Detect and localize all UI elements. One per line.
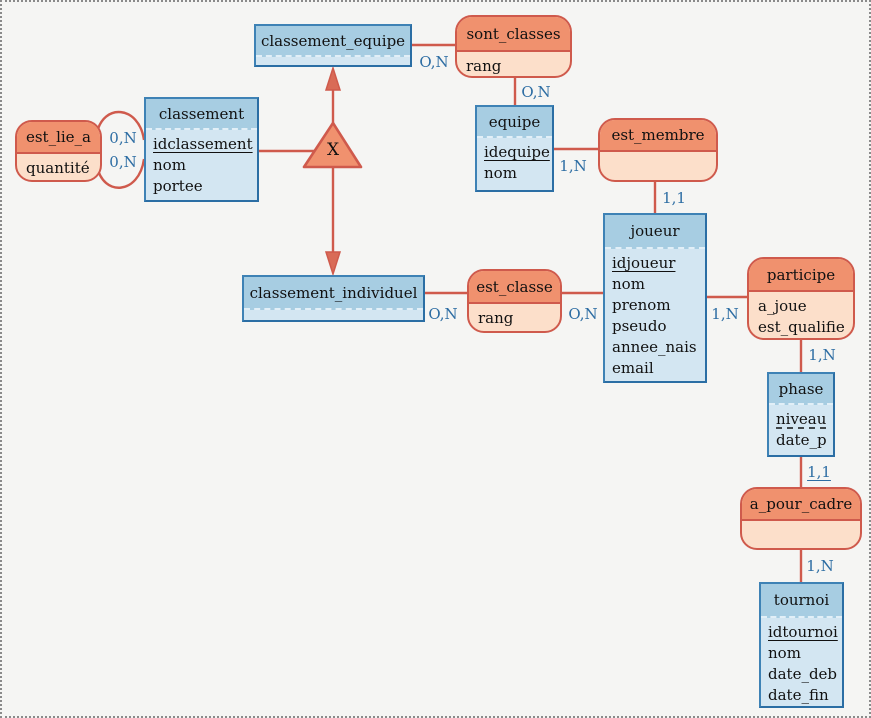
specialization-arrow-down-head	[324, 251, 342, 277]
entity-attributes: idequipe nom	[477, 138, 552, 190]
attribute-primary-key: idclassement	[153, 135, 253, 153]
entity-title: classement	[146, 99, 257, 130]
association-title: sont_classes	[457, 17, 570, 52]
entity-title: phase	[769, 374, 833, 405]
entity-attributes	[244, 310, 423, 320]
association-est-classe: est_classe rang	[467, 269, 562, 333]
cardinality-label: O,N	[419, 53, 449, 71]
attribute: date_fin	[768, 686, 829, 704]
attribute: nom	[484, 164, 517, 182]
attribute: nom	[612, 275, 645, 293]
entity-classement-equipe: classement_equipe	[254, 24, 412, 67]
association-title: participe	[749, 259, 853, 292]
connector-est-lie-a-lower-arc	[95, 158, 146, 189]
attribute: date_deb	[768, 665, 838, 683]
attribute: nom	[768, 644, 801, 662]
association-title: est_membre	[600, 120, 716, 152]
entity-classement: classement idclassement nom portee	[144, 97, 259, 202]
association-est-lie-a: est_lie_a quantité	[15, 120, 102, 182]
cardinality-label: O,N	[428, 305, 458, 323]
entity-title: joueur	[605, 215, 705, 249]
association-participe: participe a_joue est_qualifie	[747, 257, 855, 340]
cardinality-label-identifying: 1,1	[807, 463, 831, 481]
association-sont-classes: sont_classes rang	[455, 15, 572, 78]
association-title: est_classe	[469, 271, 560, 304]
attribute: pseudo	[612, 317, 667, 335]
entity-attributes: idtournoi nom date_deb date_fin	[761, 618, 842, 708]
association-attributes: a_joue est_qualifie	[749, 292, 853, 338]
entity-title: classement_individuel	[244, 277, 423, 310]
association-attributes: rang	[457, 52, 570, 76]
association-attributes: rang	[469, 304, 560, 331]
cardinality-label: 0,N	[109, 153, 137, 171]
attribute: date_p	[776, 431, 827, 449]
connector-est-lie-a-upper-arc	[95, 110, 146, 141]
cardinality-label: 1,N	[559, 157, 587, 175]
attribute-primary-key: idequipe	[484, 143, 550, 161]
attribute: rang	[478, 309, 514, 327]
attribute-primary-key: idjoueur	[612, 254, 676, 272]
attribute-primary-key: idtournoi	[768, 623, 838, 641]
attribute: est_qualifie	[758, 318, 845, 336]
attribute: portee	[153, 177, 203, 195]
entity-equipe: equipe idequipe nom	[475, 105, 554, 192]
entity-tournoi: tournoi idtournoi nom date_deb date_fin	[759, 582, 844, 708]
attribute: prenom	[612, 296, 671, 314]
cardinality-label: 0,N	[109, 129, 137, 147]
entity-attributes: niveau date_p	[769, 405, 833, 455]
attribute: rang	[466, 57, 502, 75]
cardinality-label: 1,N	[808, 346, 836, 364]
cardinality-label: 1,N	[806, 557, 834, 575]
attribute: nom	[153, 156, 186, 174]
entity-title: equipe	[477, 107, 552, 138]
attribute: a_joue	[758, 297, 807, 315]
association-title: est_lie_a	[17, 122, 100, 154]
entity-joueur: joueur idjoueur nom prenom pseudo annee_…	[603, 213, 707, 383]
entity-attributes: idjoueur nom prenom pseudo annee_nais em…	[605, 249, 705, 381]
entity-attributes	[256, 57, 410, 65]
specialization-x-label: X	[326, 140, 340, 160]
attribute-weak-key: niveau	[776, 410, 827, 428]
association-attributes: quantité	[17, 154, 100, 180]
entity-title: tournoi	[761, 584, 842, 618]
cardinality-label: O,N	[568, 305, 598, 323]
entity-phase: phase niveau date_p	[767, 372, 835, 457]
attribute: annee_nais	[612, 338, 697, 356]
cardinality-label: 1,N	[711, 305, 739, 323]
entity-title: classement_equipe	[256, 26, 410, 57]
association-a-pour-cadre: a_pour_cadre	[740, 487, 862, 550]
association-attributes	[742, 521, 860, 548]
association-est-membre: est_membre	[598, 118, 718, 182]
specialization-triangle	[302, 121, 363, 169]
attribute: quantité	[26, 159, 90, 177]
attribute: email	[612, 359, 654, 377]
entity-attributes: idclassement nom portee	[146, 130, 257, 200]
cardinality-label: O,N	[521, 83, 551, 101]
entity-classement-individuel: classement_individuel	[242, 275, 425, 322]
cardinality-label: 1,1	[662, 189, 686, 207]
association-attributes	[600, 152, 716, 180]
association-title: a_pour_cadre	[742, 489, 860, 521]
specialization-arrow-up-head	[324, 65, 342, 91]
